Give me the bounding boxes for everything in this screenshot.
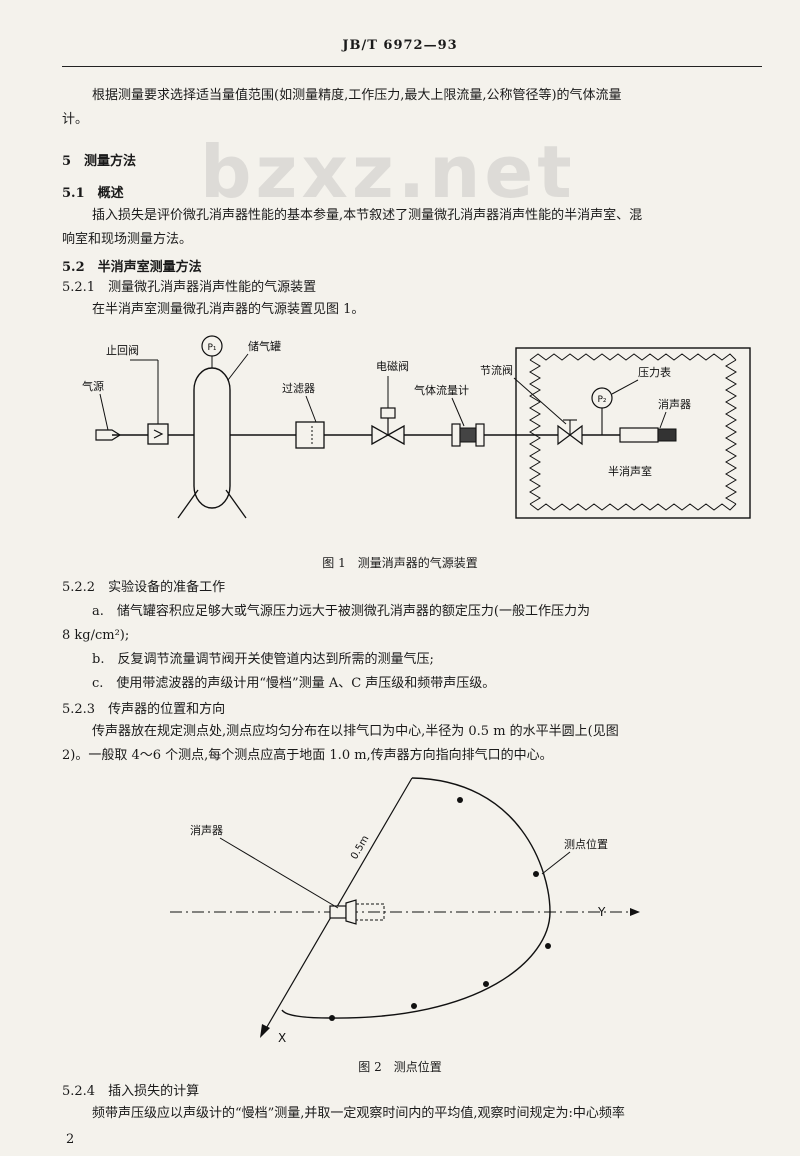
label-flowmeter: 气体流量计 <box>414 383 469 397</box>
label-room: 半消声室 <box>608 464 652 478</box>
intro-line-1: 根据测量要求选择适当量值范围(如测量精度,工作压力,最大上限流量,公称管径等)的… <box>92 88 622 103</box>
figure-2-caption: 图 2 测点位置 <box>358 1060 442 1074</box>
section-5-title: 5 测量方法 <box>62 154 137 169</box>
page-number: 2 <box>66 1132 75 1147</box>
section-5-2-4-line-1: 频带声压级应以声级计的“慢档”测量,并取一定观察时间内的平均值,观察时间规定为:… <box>92 1106 625 1121</box>
intro-line-2: 计。 <box>62 112 89 127</box>
section-5-2-3-line-1: 传声器放在规定测点处,测点应均匀分布在以排气口为中心,半径为 0.5 m 的水平… <box>92 724 619 739</box>
item-a-line-1: a. 储气罐容积应足够大或气源压力远大于被测微孔消声器的额定压力(一般工作压力为 <box>92 604 590 619</box>
section-5-1-line-2: 响室和现场测量方法。 <box>62 232 193 247</box>
section-5-2-4-title: 5.2.4 插入损失的计算 <box>62 1084 200 1099</box>
label-p1: P₁ <box>207 343 216 353</box>
label-y-axis: Y <box>597 905 606 919</box>
label-radius: 0.5m <box>349 834 371 862</box>
section-5-2-title: 5.2 半消声室测量方法 <box>62 260 202 275</box>
label-muffler-2: 消声器 <box>190 823 223 837</box>
label-gauge: 压力表 <box>638 365 671 379</box>
section-5-1-line-1: 插入损失是评价微孔消声器性能的基本参量,本节叙述了测量微孔消声器消声性能的半消声… <box>92 208 643 223</box>
section-5-2-1-line-1: 在半消声室测量微孔消声器的气源装置见图 1。 <box>92 302 365 317</box>
page-header: JB/T 6972—93 <box>342 38 458 53</box>
item-a-line-2: 8 kg/cm²); <box>62 628 130 643</box>
label-muffler: 消声器 <box>658 397 691 411</box>
section-5-2-3-title: 5.2.3 传声器的位置和方向 <box>62 702 226 717</box>
label-source: 气源 <box>82 379 104 393</box>
section-5-1-title: 5.1 概述 <box>62 186 124 201</box>
label-throttle: 节流阀 <box>480 363 513 377</box>
figure-1-caption: 图 1 测量消声器的气源装置 <box>322 556 478 570</box>
label-solenoid: 电磁阀 <box>376 359 409 373</box>
label-tank: 储气罐 <box>248 339 281 353</box>
figure-1-diagram: 气源 止回阀 P₁ 储气罐 过滤器 电磁阀 气体流量计 <box>82 335 751 519</box>
label-points: 测点位置 <box>564 837 608 851</box>
label-filter: 过滤器 <box>282 382 315 395</box>
header-rule <box>62 66 762 67</box>
section-5-2-2-title: 5.2.2 实验设备的准备工作 <box>62 580 226 595</box>
section-5-2-3-line-2: 2)。一般取 4～6 个测点,每个测点应高于地面 1.0 m,传声器方向指向排气… <box>62 748 553 763</box>
watermark: bzxz.net <box>200 130 576 214</box>
section-5-2-1-title: 5.2.1 测量微孔消声器消声性能的气源装置 <box>62 280 317 295</box>
item-c: c. 使用带滤波器的声级计用“慢档”测量 A、C 声压级和频带声压级。 <box>92 676 496 691</box>
figure-2-diagram: Y X 消声器 0.5m 测点位置 <box>170 777 640 1045</box>
label-x-axis: X <box>278 1031 286 1045</box>
label-p2: P₂ <box>597 395 606 405</box>
label-check-valve: 止回阀 <box>106 343 139 357</box>
item-b: b. 反复调节流量调节阀开关使管道内达到所需的测量气压; <box>92 652 434 667</box>
